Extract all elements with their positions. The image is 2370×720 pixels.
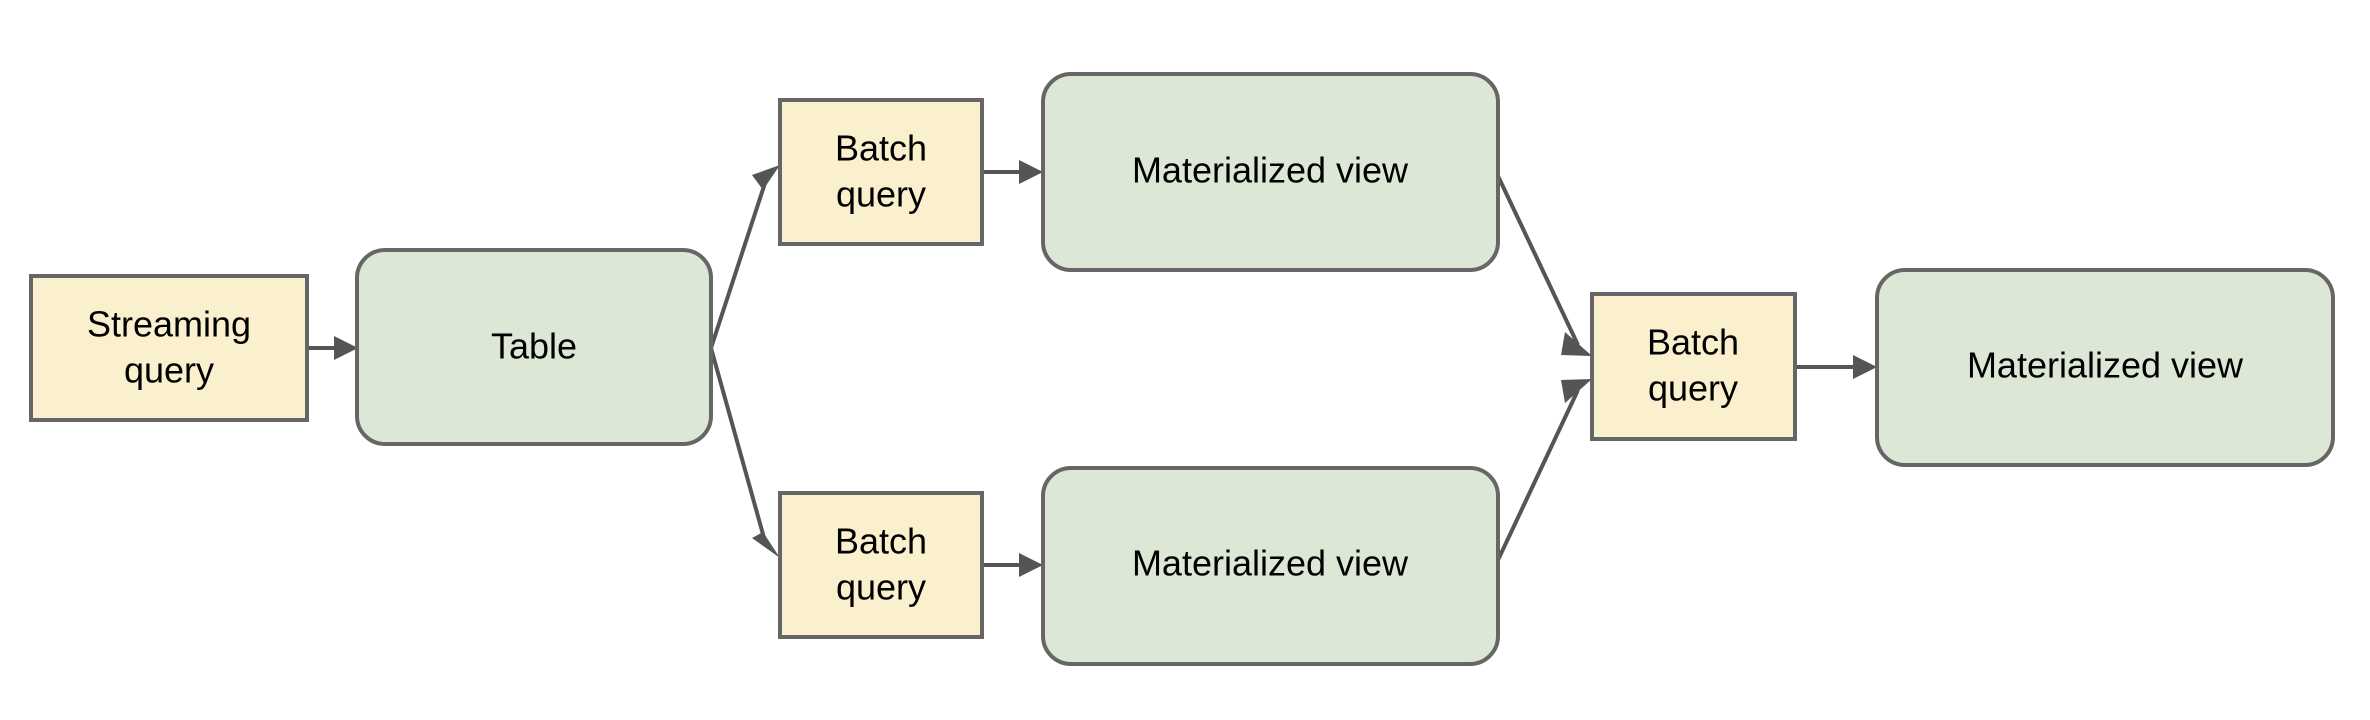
arrowhead-icon — [1019, 553, 1043, 577]
edge-table-to-batch-bottom — [709, 347, 780, 558]
edge-view-top-to-merge — [1496, 175, 1592, 356]
edge-line-view-bottom-to-merge — [1496, 389, 1580, 561]
node-batch-query-top-shape[interactable] — [778, 98, 984, 246]
node-batch-query-merge-label-line1: Batch — [1647, 322, 1739, 363]
arrowhead-icon — [1561, 332, 1592, 356]
edge-line-table-to-batch-bottom — [709, 347, 768, 546]
edge-line-view-top-to-merge — [1496, 175, 1580, 346]
edge-view-bottom-to-merge — [1496, 379, 1592, 561]
edge-merge-to-view-final — [1795, 355, 1877, 379]
edge-table-to-batch-top — [709, 165, 780, 349]
node-materialized-view-bottom-shape[interactable] — [1041, 466, 1500, 666]
arrowhead-icon — [752, 532, 780, 558]
edge-batch-bottom-to-view-bottom — [982, 553, 1043, 577]
arrowhead-icon — [1853, 355, 1877, 379]
node-materialized-view-final-label: Materialized view — [1967, 345, 2244, 386]
arrowhead-icon — [1019, 160, 1043, 184]
node-table-shape[interactable] — [355, 248, 713, 446]
node-batch-query-bottom-label-line2: query — [836, 567, 926, 608]
edge-layer — [307, 160, 1877, 577]
node-streaming-query-label-line1: Streaming — [87, 304, 251, 345]
node-batch-query-top-label-line1: Batch — [835, 128, 927, 169]
node-materialized-view-top-shape[interactable] — [1041, 72, 1500, 272]
node-table-label: Table — [491, 326, 577, 367]
node-batch-query-bottom-label-line1: Batch — [835, 521, 927, 562]
node-streaming-query-label-line2: query — [124, 350, 214, 391]
node-batch-query-top-label-line2: query — [836, 174, 926, 215]
node-batch-query-merge-shape[interactable] — [1590, 292, 1797, 441]
node-materialized-view-bottom-label: Materialized view — [1132, 543, 1409, 584]
node-streaming-query-shape[interactable] — [29, 274, 309, 422]
arrowhead-icon — [334, 336, 358, 360]
node-batch-query-bottom-shape[interactable] — [778, 491, 984, 639]
node-layer: Streaming query Table Batch query Materi… — [29, 72, 2335, 666]
edge-batch-top-to-view-top — [982, 160, 1043, 184]
node-materialized-view-bottom[interactable]: Materialized view — [1041, 466, 1500, 666]
node-batch-query-bottom[interactable]: Batch query — [778, 491, 984, 639]
node-materialized-view-top-label: Materialized view — [1132, 150, 1409, 191]
node-table[interactable]: Table — [355, 248, 713, 446]
arrowhead-icon — [752, 165, 780, 190]
node-batch-query-top[interactable]: Batch query — [778, 98, 984, 246]
edge-streaming-to-table — [307, 336, 358, 360]
node-materialized-view-final-shape[interactable] — [1875, 268, 2335, 467]
node-batch-query-merge[interactable]: Batch query — [1590, 292, 1797, 441]
arrowhead-icon — [1561, 379, 1592, 403]
node-streaming-query[interactable]: Streaming query — [29, 274, 309, 422]
node-materialized-view-top[interactable]: Materialized view — [1041, 72, 1500, 272]
node-materialized-view-final[interactable]: Materialized view — [1875, 268, 2335, 467]
edge-line-table-to-batch-top — [709, 179, 768, 349]
node-batch-query-merge-label-line2: query — [1648, 368, 1738, 409]
